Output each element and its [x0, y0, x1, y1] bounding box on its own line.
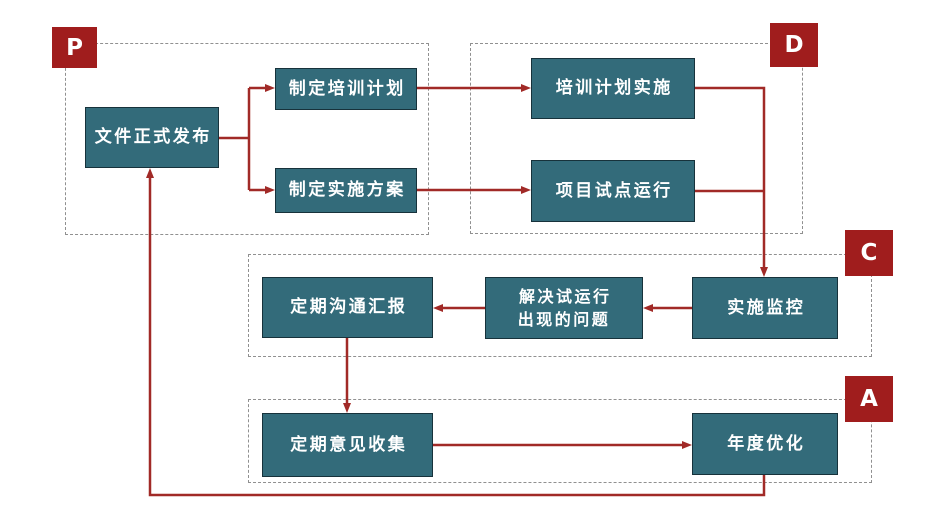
node-monitor-label: 实施监控 [727, 297, 806, 318]
node-solve-problems: 解决试运行 出现的问题 [485, 277, 643, 339]
node-solve-problems-label: 解决试运行 出现的问题 [517, 286, 612, 329]
phase-p-group [65, 43, 429, 235]
node-comm-report-label: 定期沟通汇报 [290, 297, 408, 318]
node-comm-report: 定期沟通汇报 [262, 277, 433, 338]
node-training-impl-label: 培训计划实施 [555, 78, 673, 99]
phase-d-letter: D [784, 32, 804, 58]
phase-p-badge: P [52, 27, 97, 68]
node-annual-optimize: 年度优化 [692, 413, 838, 475]
phase-c-letter: C [860, 240, 878, 266]
node-monitor: 实施监控 [692, 277, 838, 339]
phase-d-badge: D [770, 23, 818, 67]
node-publish-label: 文件正式发布 [94, 127, 212, 148]
phase-a-letter: A [860, 386, 878, 412]
arrow-training-impl-to-monitor [695, 86, 768, 277]
node-collect-feedback: 定期意见收集 [262, 413, 433, 477]
node-training-plan-label: 制定培训计划 [288, 78, 406, 99]
node-pilot-run-label: 项目试点运行 [555, 180, 673, 201]
phase-c-group [248, 254, 872, 357]
node-training-plan: 制定培训计划 [275, 68, 417, 110]
phase-d-group [470, 43, 803, 234]
phase-a-badge: A [845, 376, 893, 422]
node-impl-plan: 制定实施方案 [275, 168, 417, 213]
node-impl-plan-label: 制定实施方案 [288, 180, 406, 201]
phase-p-letter: P [66, 34, 83, 61]
node-pilot-run: 项目试点运行 [531, 160, 695, 222]
arrow-publish-branch-stem [219, 88, 251, 190]
arrow-annual-feedback-to-publish [146, 168, 766, 497]
node-publish: 文件正式发布 [85, 107, 219, 168]
node-annual-optimize-label: 年度优化 [727, 433, 806, 454]
phase-c-badge: C [845, 230, 893, 276]
phase-a-group [248, 399, 872, 483]
node-training-impl: 培训计划实施 [531, 58, 695, 119]
node-collect-feedback-label: 定期意见收集 [290, 434, 408, 455]
